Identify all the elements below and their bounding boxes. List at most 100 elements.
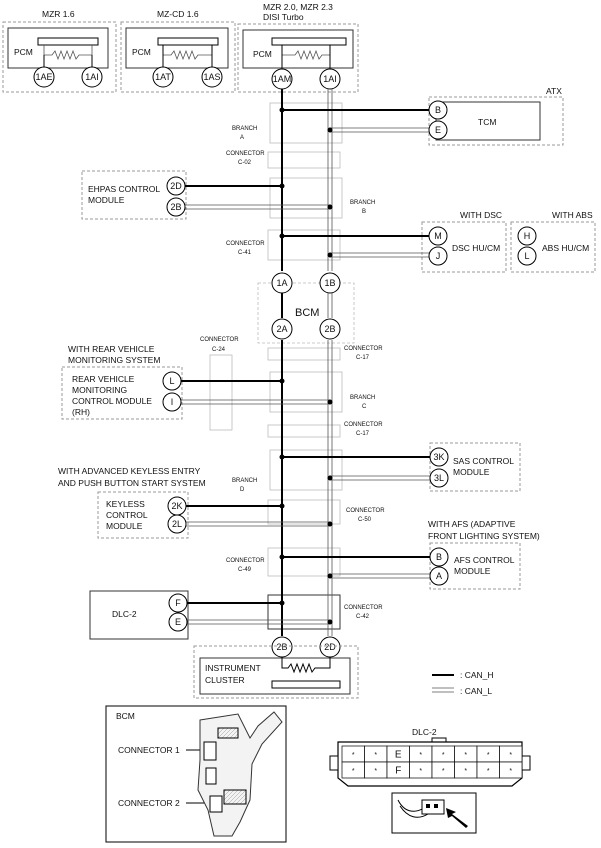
pcm-mzr16: MZR 1.6 PCM 1AE 1AI <box>2 9 117 93</box>
keyless-pin-l: 2L <box>172 519 182 529</box>
bcm-pin-1a: 1A <box>276 278 287 288</box>
connector-c49-label-1: CONNECTOR <box>226 558 265 564</box>
branch-b-label-2: B <box>362 209 366 215</box>
pcm-mzr16-pin-h: 1AE <box>35 72 52 82</box>
keyless-label-2: CONTROL <box>106 510 148 520</box>
branch-d-label-1: BRANCH <box>232 478 257 484</box>
connector-c42-label-1: CONNECTOR <box>344 605 383 611</box>
dlc-pin-label: * <box>509 768 512 775</box>
dlc2-pin-l: E <box>175 617 181 627</box>
afs-pin-l: A <box>436 571 442 581</box>
bcm-module: BCM 1A 1B 2A 2B <box>271 272 341 340</box>
connector-c49-label-2: C-49 <box>238 567 252 573</box>
tcm-pin-l: E <box>435 125 441 135</box>
pcm-mzr20-engine-label-1: MZR 2.0, MZR 2.3 <box>263 2 333 12</box>
dlc-pin-label: * <box>487 752 490 759</box>
rvm-condition-1: WITH REAR VEHICLE <box>68 344 155 354</box>
rvm-label-3: CONTROL MODULE <box>72 396 152 406</box>
connector-c24-label-1: CONNECTOR <box>200 337 239 343</box>
afs-label-1: AFS CONTROL <box>454 555 515 565</box>
dlc-plug-illustration <box>391 792 477 834</box>
keyless-condition-2: AND PUSH BUTTON START SYSTEM <box>58 478 206 488</box>
afs-condition-1: WITH AFS (ADAPTIVE <box>428 519 516 529</box>
dlc-pin-label: * <box>419 752 422 759</box>
afs-pin-h: B <box>436 552 442 562</box>
connector-c50-label-2: C-50 <box>358 517 372 523</box>
dlc-pin-label: * <box>374 752 377 759</box>
keyless-condition-1: WITH ADVANCED KEYLESS ENTRY <box>58 466 201 476</box>
rvm-module: WITH REAR VEHICLE MONITORING SYSTEM REAR… <box>61 344 333 420</box>
legend-can-h: : CAN_H <box>460 670 494 680</box>
legend-can-l: : CAN_L <box>460 686 492 696</box>
sas-pin-l: 3L <box>434 473 444 483</box>
connector-c41-label-1: CONNECTOR <box>226 241 265 247</box>
pcm-mzr16-label: PCM <box>14 47 33 57</box>
branch-c-label-1: BRANCH <box>350 395 375 401</box>
bcm-detail-connector2: CONNECTOR 2 <box>118 798 180 808</box>
tcm-label: TCM <box>478 117 496 127</box>
tcm-module: ATX TCM B E <box>279 86 564 146</box>
pcm-mzcd16-engine-label: MZ-CD 1.6 <box>157 9 199 19</box>
rvm-pin-h: L <box>169 376 174 386</box>
dlc-pin-label: * <box>464 768 467 775</box>
ehpas-label-2: MODULE <box>88 195 125 205</box>
bcm-pin-1b: 1B <box>324 278 335 288</box>
branch-b-label-1: BRANCH <box>350 200 375 206</box>
connector-c42-label-2: C-42 <box>356 614 370 620</box>
dlc2-pin-h: F <box>175 598 181 608</box>
cluster-pin-h: 2B <box>276 642 287 652</box>
cluster-label-1: INSTRUMENT <box>205 663 261 673</box>
dlc-pin-label: * <box>419 768 422 775</box>
rvm-label-4: (RH) <box>72 407 90 417</box>
branch-a-label-2: A <box>240 135 244 141</box>
abs-label: ABS HU/CM <box>542 243 589 253</box>
legend: : CAN_H : CAN_L <box>432 670 494 696</box>
cluster-label-2: CLUSTER <box>205 675 245 685</box>
ehpas-module: EHPAS CONTROL MODULE 2D 2B <box>81 170 333 220</box>
dsc-label: DSC HU/CM <box>452 243 500 253</box>
dsc-pin-l: J <box>436 251 441 261</box>
dlc-pin-label: * <box>442 752 445 759</box>
pcm-mzcd16-label: PCM <box>132 47 151 57</box>
rvm-condition-2: MONITORING SYSTEM <box>68 355 160 365</box>
branch-a-label-1: BRANCH <box>232 126 257 132</box>
sas-module: SAS CONTROL MODULE 3K 3L <box>279 442 521 492</box>
ehpas-pin-h: 2D <box>170 181 182 191</box>
bcm-detail-connector1: CONNECTOR 1 <box>118 745 180 755</box>
tcm-condition: ATX <box>546 86 562 96</box>
ehpas-pin-l: 2B <box>170 202 181 212</box>
pcm-mzr20-engine-label-2: DISI Turbo <box>263 12 304 22</box>
keyless-pin-h: 2K <box>171 501 182 511</box>
bcm-detail: BCM CONNECTOR 1 CONNECTOR 2 <box>105 705 287 843</box>
tcm-pin-h: B <box>435 105 441 115</box>
pcm-mzr20-pin-h: 1AM <box>273 74 292 84</box>
connector-c17a-label-1: CONNECTOR <box>344 346 383 352</box>
dlc-pin-label: F <box>395 766 401 777</box>
afs-condition-2: FRONT LIGHTING SYSTEM) <box>428 531 540 541</box>
pcm-mzcd16-pin-h: 1AT <box>155 72 171 82</box>
connector-c17a-label-2: C-17 <box>356 355 370 361</box>
afs-module: WITH AFS (ADAPTIVE FRONT LIGHTING SYSTEM… <box>279 519 540 590</box>
dlc-pin-cell <box>499 761 523 779</box>
dlc-pin-label: * <box>464 752 467 759</box>
dlc-pin-label: * <box>352 768 355 775</box>
bcm-detail-title: BCM <box>116 711 135 721</box>
dlc-pin-grid: **E*******F***** <box>341 745 523 779</box>
dlc2-label: DLC-2 <box>112 609 137 619</box>
cluster-pin-l: 2D <box>324 642 336 652</box>
rvm-label-1: REAR VEHICLE <box>72 374 135 384</box>
connector-c50-label-1: CONNECTOR <box>346 508 385 514</box>
bcm-pin-2a: 2A <box>276 324 287 334</box>
bcm-pin-2b: 2B <box>324 324 335 334</box>
dlc-detail-title: DLC-2 <box>412 727 437 737</box>
abs-module: WITH ABS ABS HU/CM H L <box>510 210 596 273</box>
sas-pin-h: 3K <box>433 452 444 462</box>
afs-label-2: MODULE <box>454 566 491 576</box>
connector-c02-label-1: CONNECTOR <box>226 151 265 157</box>
keyless-label-3: MODULE <box>106 521 143 531</box>
pcm-mzcd16-pin-l: 1AS <box>203 72 220 82</box>
pcm-mzr16-pin-l: 1AI <box>85 72 99 82</box>
abs-pin-h: H <box>524 231 531 241</box>
pcm-mzr20-pin-l: 1AI <box>323 74 337 84</box>
